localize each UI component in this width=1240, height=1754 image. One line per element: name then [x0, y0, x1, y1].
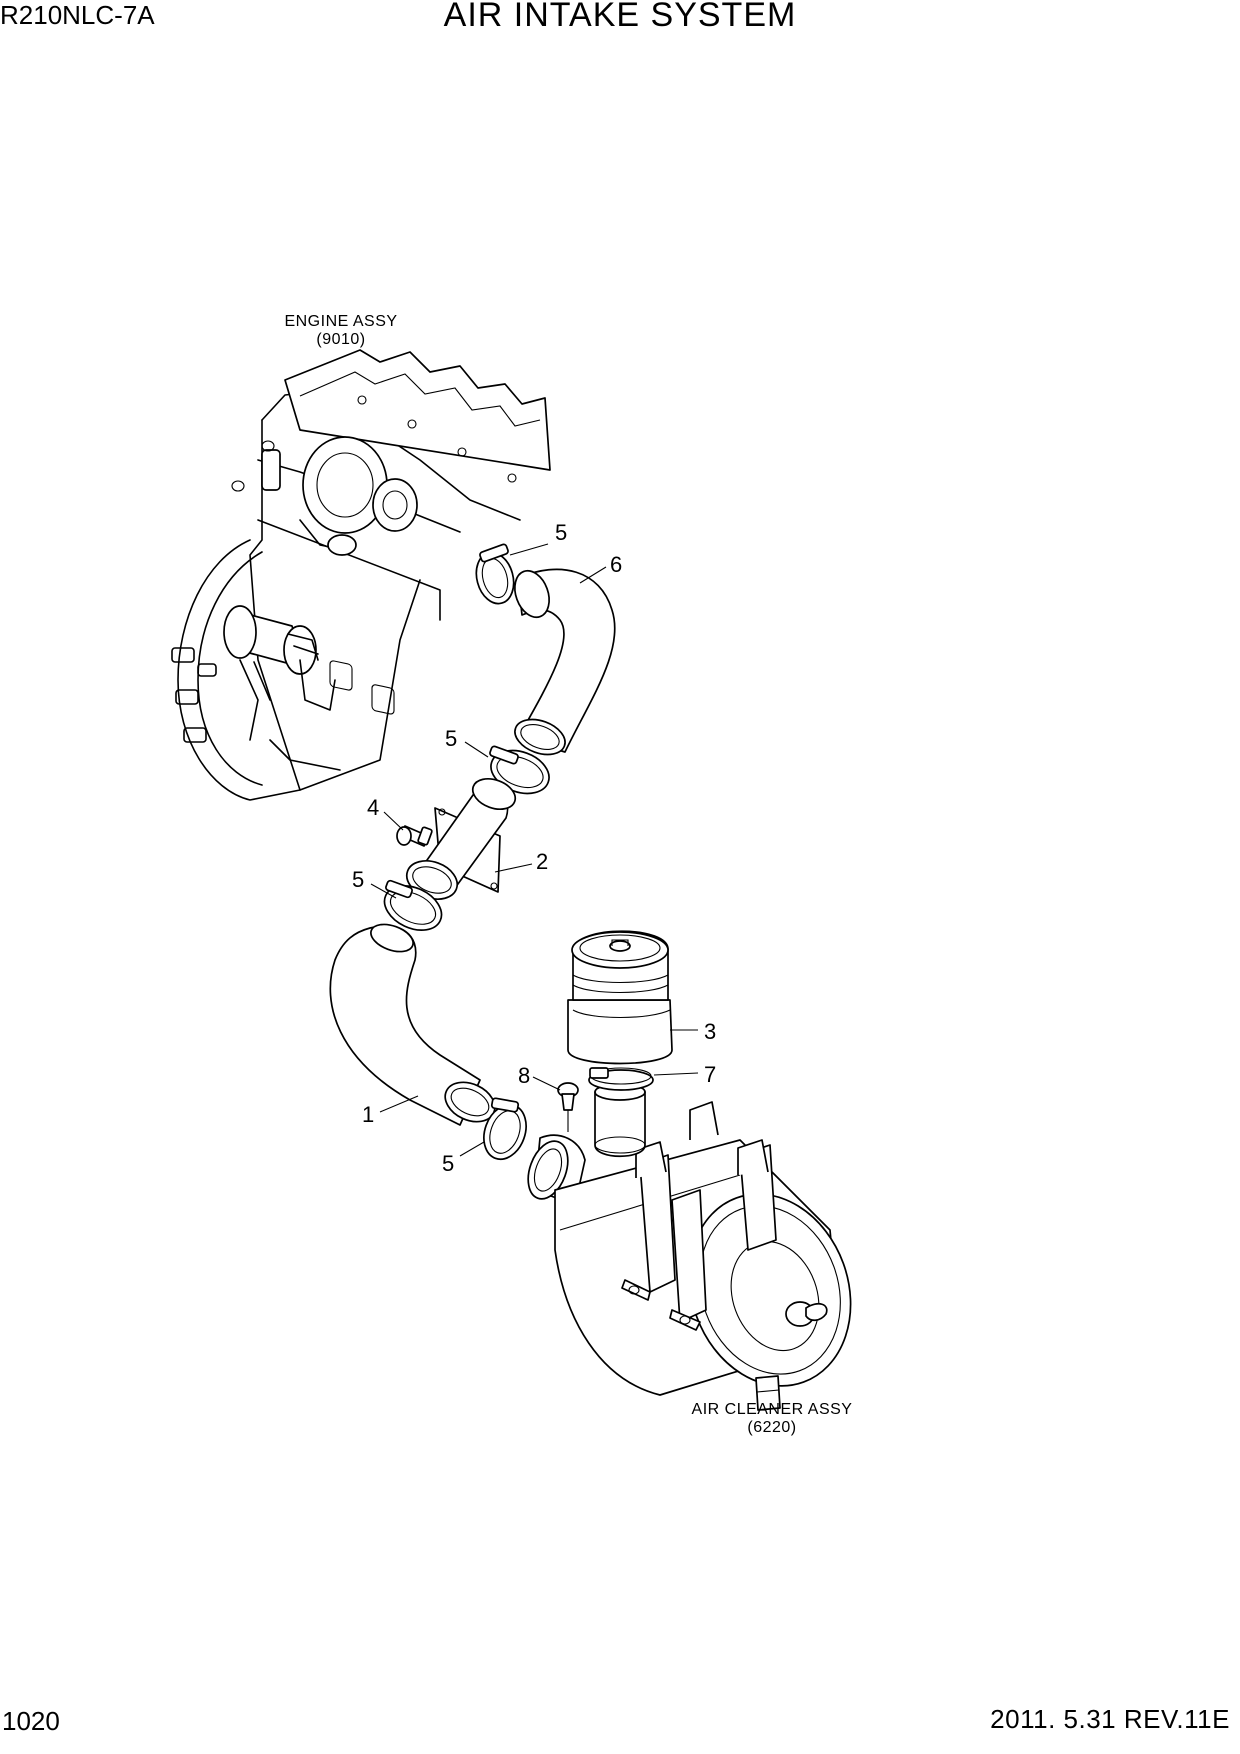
- engine-assy-code: (9010): [316, 331, 365, 348]
- pipe-2-drawing: [405, 777, 517, 900]
- callout-7: 7: [704, 1062, 716, 1087]
- callout-5-lower: 5: [352, 867, 364, 892]
- clamp-7-drawing: [588, 1067, 654, 1091]
- engine-assembly-drawing: [171, 349, 551, 801]
- callout-6: 6: [610, 552, 622, 577]
- hose-6-drawing: [514, 568, 616, 756]
- callout-1: 1: [362, 1102, 374, 1127]
- callout-2: 2: [536, 849, 548, 874]
- pre-cleaner-3-drawing: [567, 930, 673, 1065]
- callout-5-top: 5: [555, 520, 567, 545]
- callout-4: 4: [367, 795, 379, 820]
- callout-8: 8: [518, 1063, 530, 1088]
- revision-date: 2011. 5.31 REV.11E: [990, 1704, 1230, 1734]
- bolt-4-drawing: [396, 825, 433, 847]
- callout-3: 3: [704, 1019, 716, 1044]
- clamp-5-lower-drawing: [383, 879, 443, 931]
- callout-5-middle: 5: [445, 726, 457, 751]
- callout-5-bottom: 5: [442, 1151, 454, 1176]
- hose-1-drawing: [329, 923, 496, 1126]
- air-cleaner-assy-label: AIR CLEANER ASSY: [692, 1401, 853, 1418]
- fitting-8-drawing: [557, 1082, 579, 1132]
- clamp-5-middle-drawing: [489, 745, 550, 795]
- clamp-5-bottom-drawing: [483, 1097, 527, 1161]
- engine-assy-label: ENGINE ASSY: [284, 313, 397, 330]
- air-cleaner-assy-code: (6220): [747, 1419, 796, 1436]
- page-number: 1020: [2, 1706, 60, 1736]
- leader-lines: [370, 543, 699, 1157]
- clamp-5-top-drawing: [475, 543, 515, 605]
- page-title: AIR INTAKE SYSTEM: [443, 0, 797, 34]
- model-number: R210NLC-7A: [0, 0, 155, 30]
- air-cleaner-drawing: [527, 1083, 852, 1411]
